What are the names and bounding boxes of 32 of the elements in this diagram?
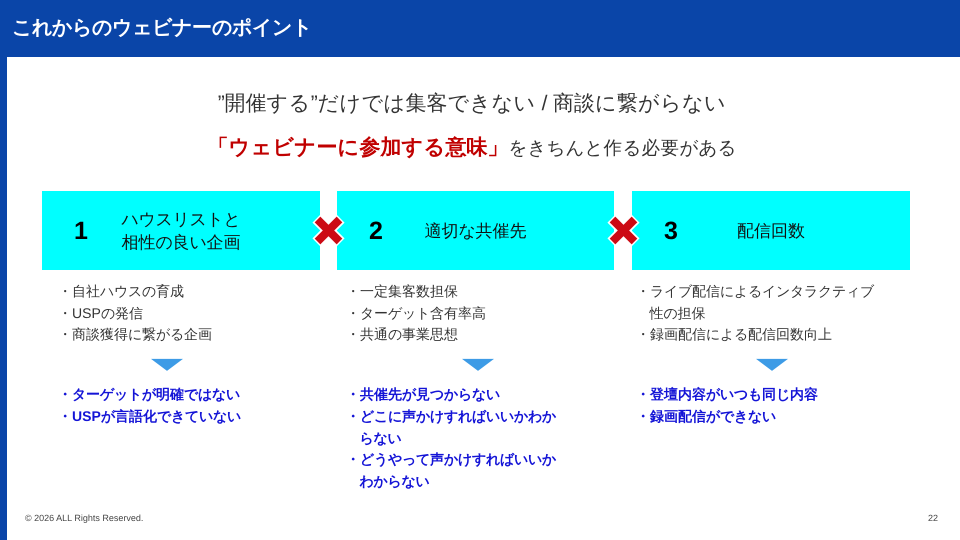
copyright-text: © 2026 ALL Rights Reserved.	[25, 512, 144, 525]
step-number: 1	[74, 216, 88, 244]
problem-item: ・録画配信ができない	[636, 406, 777, 426]
step-box	[337, 191, 614, 270]
bullet-item: ・共通の事業思想	[346, 325, 459, 344]
bullet-item: ・ターゲット含有率高	[346, 304, 487, 323]
bullet-item: ・録画配信による配信回数向上	[636, 325, 833, 344]
problem-item: ・どうやって声かけすればいいかわからない	[346, 450, 557, 492]
step-box	[42, 191, 320, 270]
box-title: ハウスリストと相性の良い企画	[120, 208, 242, 254]
problem-item: ・共催先が見つからない	[346, 385, 501, 404]
page-number: 22	[928, 512, 938, 525]
step-number: 2	[369, 216, 383, 244]
problem-item: ・登壇内容がいつも同じ内容	[636, 385, 819, 404]
box-title: 適切な共催先	[424, 220, 526, 242]
problem-item: ・どこに声かけすればいいかわからない	[346, 406, 557, 448]
down-arrow	[756, 358, 788, 371]
bullet-item: ・ライブ配信によるインタラクティブ性の担保	[636, 282, 876, 323]
box-title: 配信回数	[737, 220, 805, 242]
down-arrow	[151, 358, 183, 371]
step-box	[632, 191, 910, 270]
down-arrow	[462, 358, 494, 371]
problem-item: ・USPが言語化できていない	[58, 406, 242, 426]
bullet-item: ・商談獲得に繋がる企画	[58, 325, 213, 344]
subtitle: 「ウェビナーに参加する意味」をきちんと作る必要がある	[208, 135, 736, 161]
problem-item: ・ターゲットが明確ではない	[58, 385, 241, 404]
slide-title: これからのウェビナーのポイント	[12, 16, 312, 41]
bullet-item: ・一定集客数担保	[346, 282, 459, 301]
subtitle: ”開催する”だけでは集客できない / 商談に繋がらない	[218, 91, 726, 117]
bullet-item: ・USPの発信	[58, 304, 144, 323]
bullet-item: ・自社ハウスの育成	[58, 282, 185, 301]
step-number: 3	[664, 216, 678, 244]
